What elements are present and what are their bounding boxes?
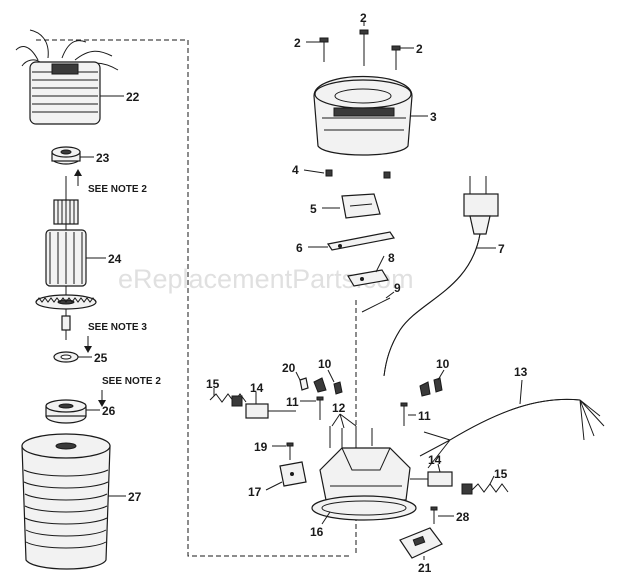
plug-cord-part-7 — [383, 176, 499, 377]
callout-15-b: 15 — [494, 467, 508, 481]
note-see-2-a: SEE NOTE 2 — [88, 184, 147, 195]
bracket-part-5 — [341, 193, 381, 219]
callout-22: 22 — [126, 90, 140, 104]
callout-27: 27 — [128, 490, 142, 504]
callout-15-a: 15 — [206, 377, 220, 391]
spring-part-15-left — [209, 393, 247, 407]
callout-28: 28 — [456, 510, 470, 524]
callout-5: 5 — [310, 202, 317, 216]
callout-14-a: 14 — [250, 381, 264, 395]
callout-17: 17 — [248, 485, 262, 499]
washer-part-25 — [53, 351, 79, 363]
callout-24: 24 — [108, 252, 122, 266]
field-coil-part-22 — [15, 29, 119, 125]
housing-part-16 — [311, 447, 417, 521]
armature-part-24 — [35, 176, 97, 340]
callout-21: 21 — [418, 561, 432, 575]
callout-2-a: 2 — [294, 36, 301, 50]
plate-part-6 — [327, 231, 395, 251]
callout-14-b: 14 — [428, 453, 442, 467]
callout-8: 8 — [388, 251, 395, 265]
callout-13: 13 — [514, 365, 528, 379]
bracket-part-17 — [279, 461, 307, 487]
top-cap-part-3 — [313, 76, 413, 156]
callout-3: 3 — [430, 110, 437, 124]
screw-part-12 — [329, 426, 373, 450]
callout-9: 9 — [394, 281, 401, 295]
callout-16: 16 — [310, 525, 324, 539]
spring-part-15-right — [461, 483, 509, 495]
note-see-3: SEE NOTE 3 — [88, 322, 147, 333]
switch-part-14-left — [245, 403, 296, 419]
motor-housing-part-27 — [21, 433, 111, 570]
screw-part-28 — [430, 506, 438, 524]
callout-12: 12 — [332, 401, 346, 415]
switch-part-14-right — [410, 471, 453, 487]
callout-25: 25 — [94, 351, 108, 365]
terminal-part-20 — [299, 377, 309, 391]
switch-part-8 — [347, 269, 389, 287]
screw-part-11 — [316, 396, 408, 426]
callout-26: 26 — [102, 404, 116, 418]
bearing-part-23 — [51, 146, 81, 165]
brush-holder-part-21 — [399, 527, 443, 559]
callout-2-c: 2 — [416, 42, 423, 56]
callout-19: 19 — [254, 440, 268, 454]
nut-part-4 — [325, 169, 391, 179]
callout-10-a: 10 — [318, 357, 332, 371]
callout-20: 20 — [282, 361, 296, 375]
spring-part-9 — [361, 297, 391, 313]
wire-nut-part-10 — [313, 377, 443, 397]
callout-4: 4 — [292, 163, 299, 177]
note-see-2-b: SEE NOTE 2 — [102, 376, 161, 387]
callout-11-b: 11 — [418, 409, 431, 423]
callout-10-b: 10 — [436, 357, 450, 371]
bearing-part-26 — [45, 399, 87, 424]
cord-part-13 — [419, 398, 605, 469]
screw-part-2 — [319, 29, 401, 70]
callout-7: 7 — [498, 242, 505, 256]
callout-2-b: 2 — [360, 11, 367, 25]
screw-part-19 — [286, 442, 294, 460]
callout-23: 23 — [96, 151, 110, 165]
callout-6: 6 — [296, 241, 303, 255]
callout-11-a: 11 — [286, 395, 299, 409]
